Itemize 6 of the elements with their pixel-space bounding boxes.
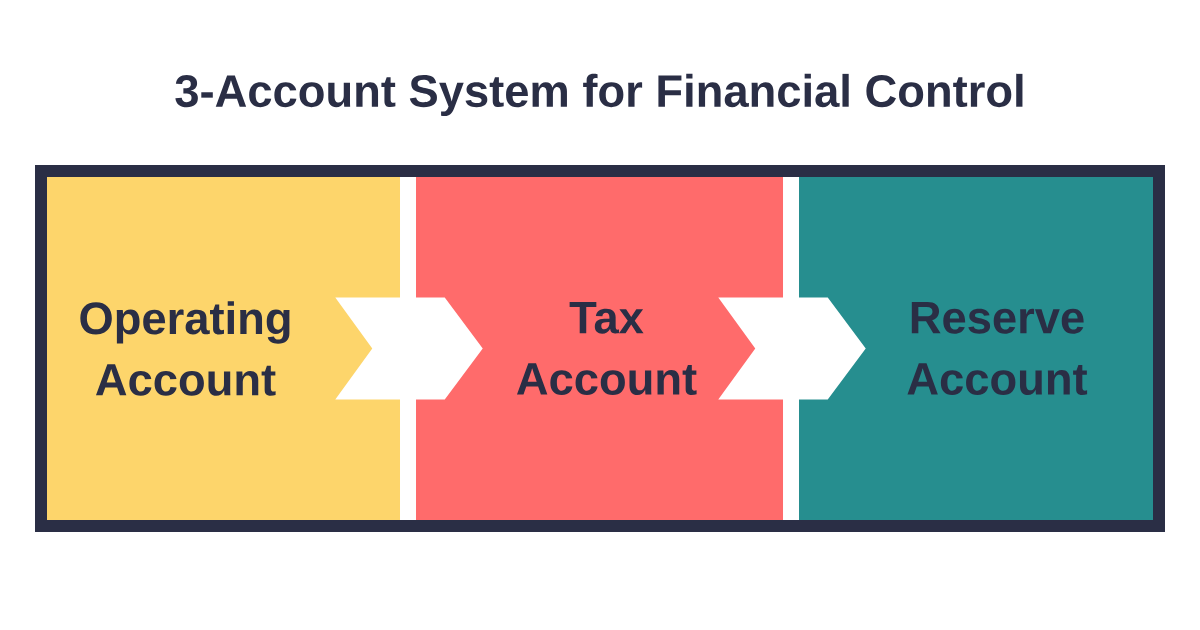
- account-box: Reserve Account: [799, 177, 1153, 520]
- chevron-arrow: [718, 297, 866, 400]
- chevron-arrow: [335, 297, 483, 400]
- account-box: Operating Account: [47, 177, 400, 520]
- account-box: Tax Account: [416, 177, 783, 520]
- title: 3-Account System for Financial Control: [175, 73, 1023, 117]
